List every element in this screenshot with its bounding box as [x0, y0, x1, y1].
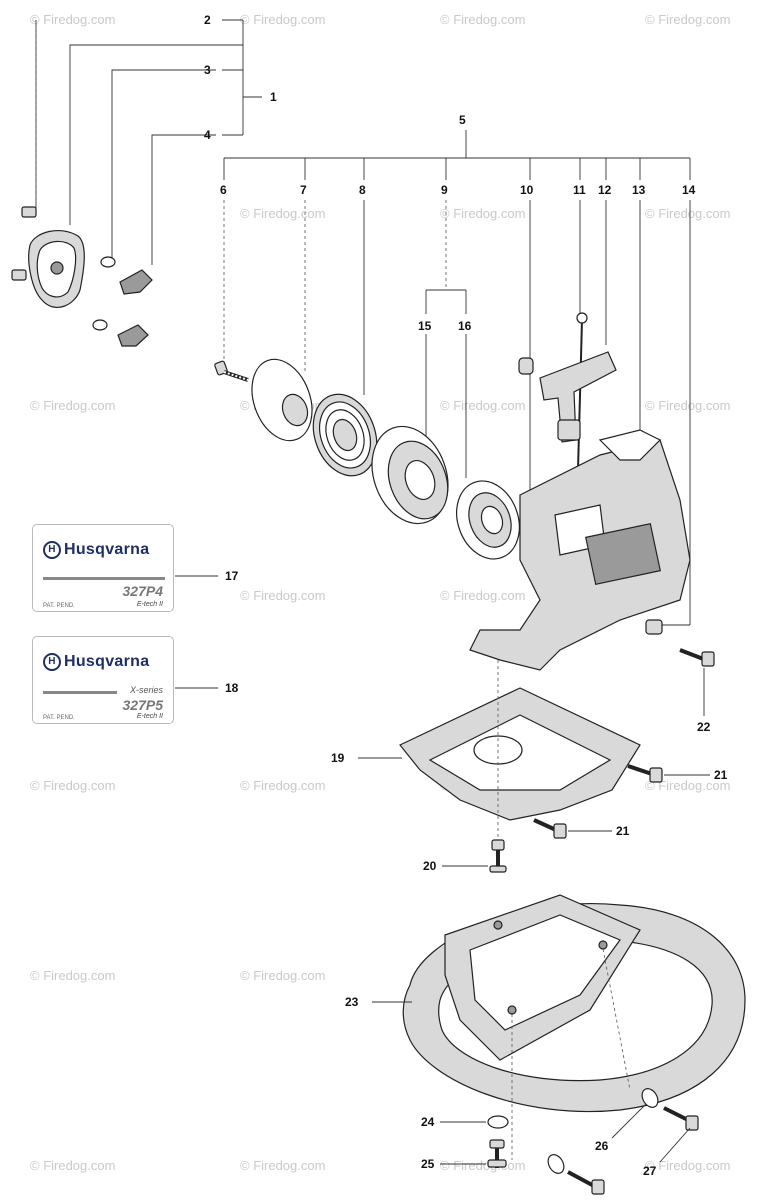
callout-1: 1: [270, 90, 277, 104]
watermark: © Firedog.com: [440, 206, 525, 221]
decal-tech: E-tech II: [136, 713, 163, 720]
cover-subassembly: [11, 19, 262, 347]
callout-21: 21: [714, 768, 728, 782]
watermark: © Firedog.com: [645, 206, 730, 221]
crown-h-icon: H: [43, 541, 61, 559]
callout-20: 20: [423, 859, 437, 873]
callout-16: 16: [458, 319, 472, 333]
callout-5: 5: [459, 113, 466, 127]
watermark: © Firedog.com: [240, 12, 325, 27]
decal-model: 327P5: [122, 697, 163, 713]
callout-25: 25: [421, 1157, 435, 1171]
callout-24: 24: [421, 1115, 435, 1129]
callout-21: 21: [616, 824, 630, 838]
watermark: © Firedog.com: [240, 778, 325, 793]
callout-18: 18: [225, 681, 239, 695]
spring-8: [312, 393, 378, 477]
callout-2: 2: [204, 13, 211, 27]
watermark: © Firedog.com: [645, 12, 730, 27]
callout-7: 7: [300, 183, 307, 197]
cassette-16: [456, 480, 520, 560]
callout-26: 26: [595, 1139, 609, 1153]
callout-27: 27: [643, 1164, 657, 1178]
watermark: © Firedog.com: [240, 206, 325, 221]
watermark: © Firedog.com: [240, 1158, 325, 1173]
watermark: © Firedog.com: [240, 968, 325, 983]
callout-9: 9: [441, 183, 448, 197]
watermark: © Firedog.com: [645, 398, 730, 413]
watermark: © Firedog.com: [440, 398, 525, 413]
crown-h-icon: H: [43, 653, 61, 671]
watermark: © Firedog.com: [30, 1158, 115, 1173]
watermark: © Firedog.com: [30, 778, 115, 793]
decal-patent: PAT. PEND.: [43, 603, 75, 609]
decal-stripe: [43, 577, 165, 580]
base-plate-19: [399, 660, 641, 870]
callout-10: 10: [520, 183, 534, 197]
bolt-20: [489, 839, 507, 873]
callout-22: 22: [697, 720, 711, 734]
bolts-21: [533, 764, 663, 839]
drum-15: [371, 425, 449, 525]
decal-stripe: [43, 691, 117, 694]
decal-patent: PAT. PEND.: [43, 715, 75, 721]
watermark: © Firedog.com: [30, 968, 115, 983]
decal-model: 327P4: [122, 583, 163, 599]
starter-leaders: [223, 130, 691, 626]
pulley-7: [251, 358, 313, 442]
callout-23: 23: [345, 995, 359, 1009]
callout-11: 11: [573, 183, 586, 197]
watermark: © Firedog.com: [30, 12, 115, 27]
callout-14: 14: [682, 183, 696, 197]
watermark: © Firedog.com: [645, 778, 730, 793]
callout-12: 12: [598, 183, 612, 197]
callout-19: 19: [331, 751, 345, 765]
starter-parts: [214, 312, 715, 671]
decal-brand: Husqvarna: [64, 653, 150, 671]
callout-4: 4: [204, 128, 211, 142]
watermark: © Firedog.com: [440, 1158, 525, 1173]
bushing-10: [518, 357, 534, 375]
callout-6: 6: [220, 183, 227, 197]
callout-15: 15: [418, 319, 432, 333]
spacer-14: [645, 619, 663, 635]
decal-brand: Husqvarna: [64, 541, 150, 559]
watermark: © Firedog.com: [440, 588, 525, 603]
bolt-22: [679, 648, 715, 667]
callout-17: 17: [225, 569, 239, 583]
callout-3: 3: [204, 63, 211, 77]
watermark: © Firedog.com: [240, 588, 325, 603]
decal-tech: E-tech II: [136, 601, 163, 608]
callout-8: 8: [359, 183, 366, 197]
frame-23: [402, 894, 746, 1160]
watermark: © Firedog.com: [440, 12, 525, 27]
handle-11: [539, 312, 617, 471]
watermark: © Firedog.com: [30, 398, 115, 413]
bottom-hardware: [487, 1088, 699, 1195]
callout-13: 13: [632, 183, 646, 197]
housing-13: [469, 429, 691, 671]
watermark: © Firedog.com: [645, 1158, 730, 1173]
decal-series: X-series: [129, 685, 163, 695]
bolt-6: [214, 360, 249, 382]
